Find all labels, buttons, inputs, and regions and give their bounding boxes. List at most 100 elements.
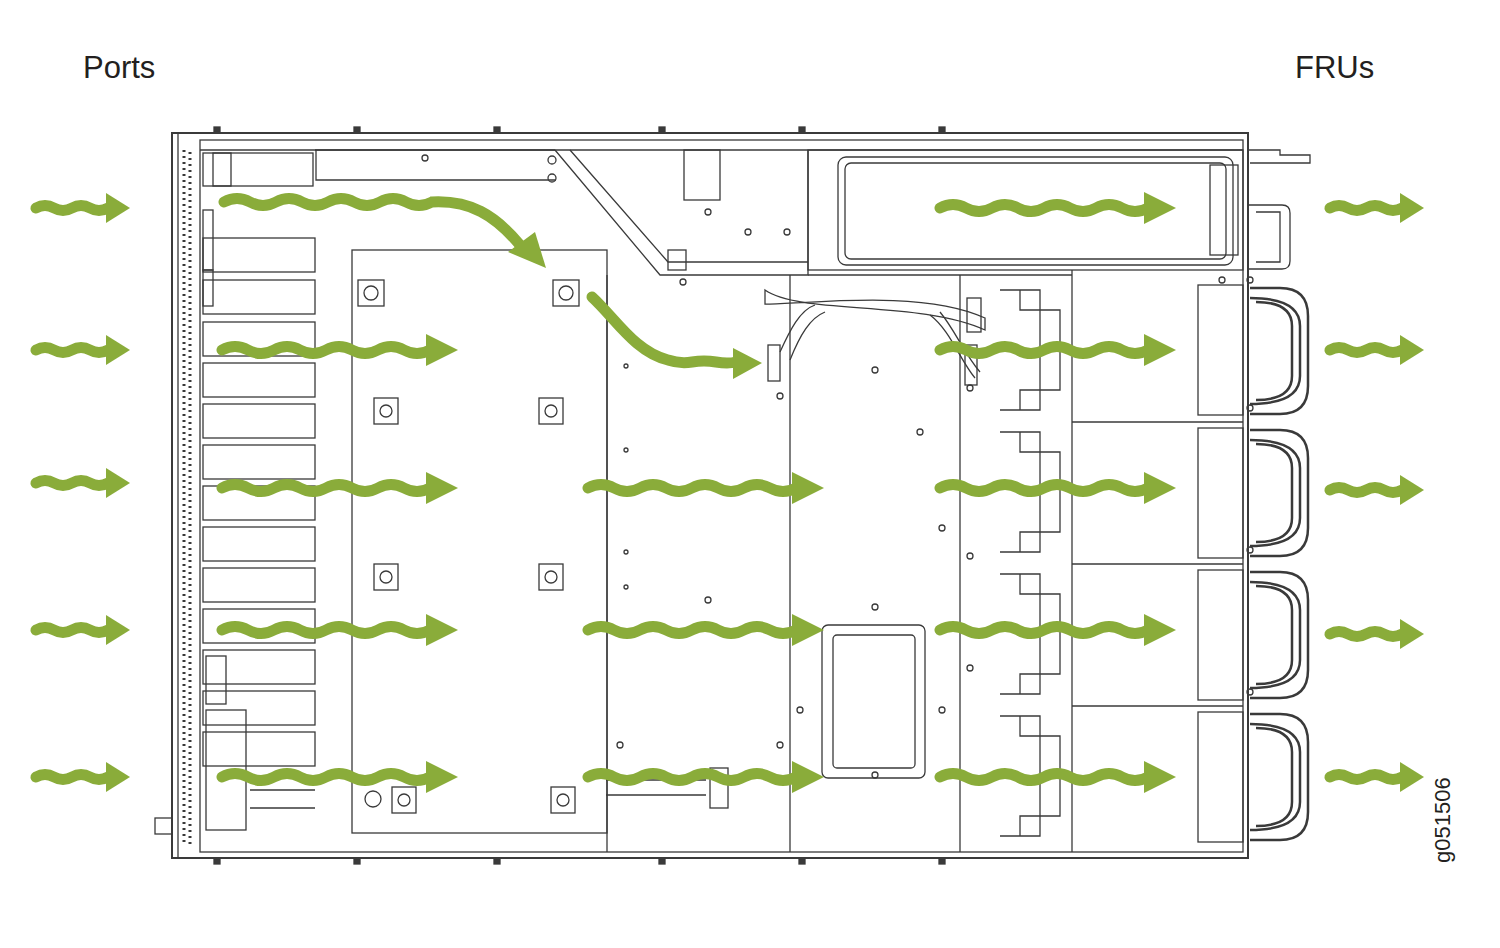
drawing-part <box>940 472 1176 504</box>
drawing-part <box>250 150 556 808</box>
drawing-part <box>222 761 458 793</box>
drawing-part <box>624 448 628 452</box>
drawing-part <box>1250 430 1308 556</box>
drawing-part <box>203 210 213 270</box>
drawing-part <box>592 297 736 363</box>
drawing-part <box>939 707 945 713</box>
drawing-part <box>183 150 186 845</box>
drawing-part <box>553 280 579 306</box>
drawing-part <box>213 153 231 186</box>
drawing-part <box>872 604 878 610</box>
drawing-part <box>872 367 878 373</box>
drawing-part <box>36 468 130 498</box>
drawing-part <box>203 363 315 397</box>
drawing-part <box>777 742 783 748</box>
drawing-part <box>1330 193 1424 223</box>
drawing-part <box>189 152 192 845</box>
drawing-part <box>780 305 825 360</box>
drawing-part <box>1000 277 1308 842</box>
drawing-part <box>222 614 458 646</box>
drawing-part <box>36 762 130 792</box>
drawing-part <box>1198 428 1243 558</box>
drawing-part <box>1250 288 1308 414</box>
drawing-part <box>224 199 520 246</box>
drawing-part <box>784 229 790 235</box>
drawing-part <box>1330 762 1424 792</box>
drawing-part <box>967 553 973 559</box>
drawing-part <box>680 279 686 285</box>
figure-id: g051506 <box>1432 777 1454 863</box>
drawing-part <box>203 445 315 479</box>
drawing-part <box>1072 705 1243 706</box>
drawing-part <box>684 150 720 200</box>
drawing-part <box>203 691 315 725</box>
drawing-part <box>36 335 130 365</box>
drawing-part <box>222 334 458 366</box>
drawing-part <box>617 742 623 748</box>
drawing-part <box>1247 277 1253 283</box>
drawing-part <box>940 761 1176 793</box>
drawing-part <box>940 614 1176 646</box>
drawing-part <box>1330 335 1424 365</box>
drawing-part <box>917 429 923 435</box>
drawing-part <box>1330 619 1424 649</box>
drawing-part <box>206 656 226 704</box>
drawing-part <box>539 398 563 424</box>
drawing-part <box>768 345 780 381</box>
drawing-part <box>624 585 628 589</box>
drawing-part <box>155 818 172 834</box>
drawing-part <box>203 527 315 561</box>
drawing-part <box>588 614 824 646</box>
drawing-part <box>203 404 315 438</box>
drawing-part <box>203 650 315 684</box>
drawing-part <box>845 163 1226 259</box>
chassis <box>155 127 1310 864</box>
drawing-part <box>1198 285 1243 415</box>
drawing-part <box>172 133 1248 858</box>
drawing-part <box>374 398 398 424</box>
drawing-part <box>203 280 315 314</box>
drawing-part <box>588 472 824 504</box>
drawing-part <box>358 280 579 813</box>
drawing-part <box>967 665 973 671</box>
drawing-part <box>551 787 575 813</box>
drawing-part <box>789 275 790 852</box>
drawing-part <box>203 153 313 186</box>
drawing-part <box>177 133 178 858</box>
drawing-part <box>1072 563 1243 564</box>
region-label: Ports <box>83 52 155 83</box>
drawing-part <box>380 571 392 583</box>
drawing-part <box>624 364 628 368</box>
drawing-part <box>1248 150 1310 269</box>
region-label: FRUs <box>1295 52 1374 83</box>
drawing-part <box>392 787 416 813</box>
drawing-part <box>358 280 384 306</box>
drawing-part <box>222 472 458 504</box>
drawing-part <box>624 550 628 554</box>
drawing-part <box>940 334 1176 366</box>
drawing-part <box>959 275 960 852</box>
drawing-part <box>374 564 398 590</box>
drawing-part <box>36 615 130 645</box>
drawing-part <box>745 229 751 235</box>
drawing-part <box>777 393 783 399</box>
drawing-part <box>1198 570 1243 700</box>
drawing-part <box>545 571 557 583</box>
drawing-part <box>570 150 808 262</box>
drawing-part <box>1198 712 1243 842</box>
drawing-part <box>203 238 315 272</box>
drawing-part <box>365 791 381 807</box>
drawing-part <box>705 209 711 215</box>
drawing-part <box>765 290 985 330</box>
drawing-part <box>808 150 1243 270</box>
drawing-part <box>380 405 392 417</box>
drawing-part <box>1071 270 1072 852</box>
drawing-part <box>822 625 925 778</box>
drawing-part <box>1247 689 1253 695</box>
drawing-part <box>588 761 824 793</box>
drawing-part <box>967 298 981 332</box>
drawing-part <box>545 405 557 417</box>
drawing-part <box>1250 714 1308 840</box>
drawing-part <box>1219 277 1225 283</box>
